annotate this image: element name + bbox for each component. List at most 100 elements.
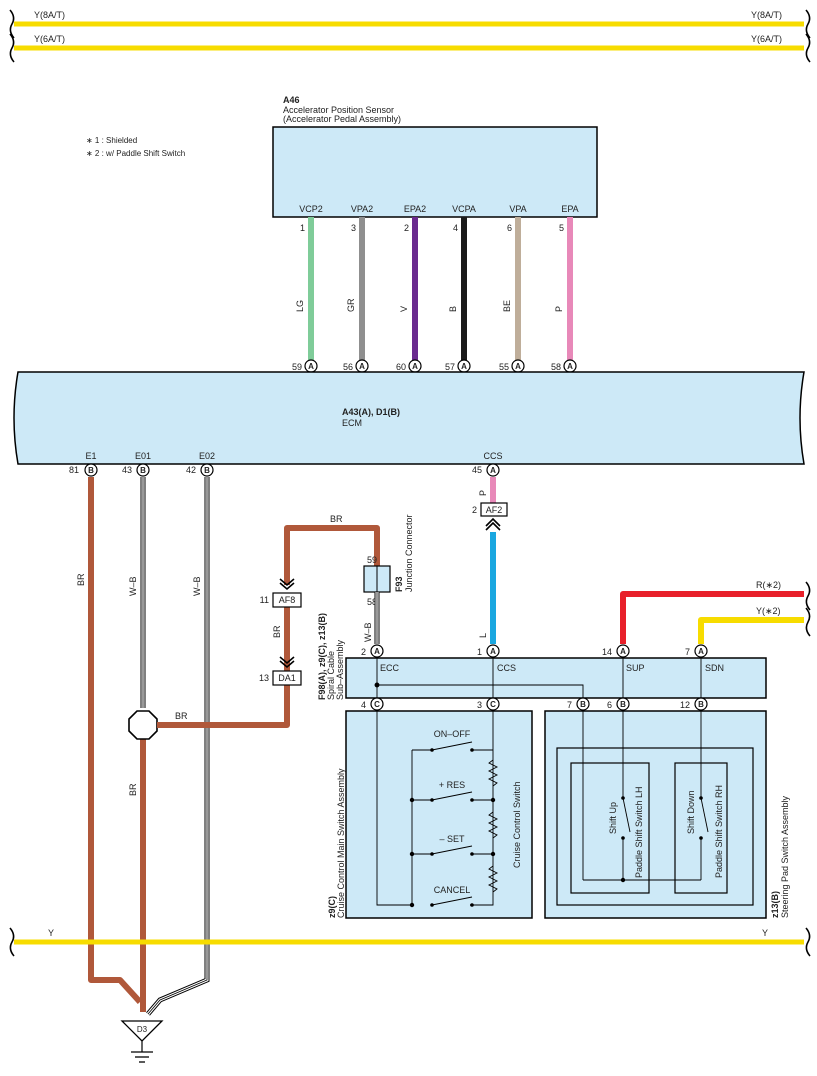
ecm-pin-e1-num: 81 bbox=[69, 465, 79, 475]
top-bus-8at-label-left: Y(8A/T) bbox=[34, 10, 65, 20]
spiral-name1: Spiral Cable bbox=[326, 651, 336, 700]
ecm-box bbox=[13, 371, 805, 465]
spiral-pin-ccs: 1 A CCS bbox=[477, 644, 516, 673]
paddle-lh-name: Paddle Shift Switch LH bbox=[634, 786, 644, 878]
ecm-pin-ccs-name: CCS bbox=[483, 451, 502, 461]
cruise-circuit bbox=[376, 710, 499, 906]
top-bus-8at-label-right: Y(8A/T) bbox=[751, 10, 782, 20]
spiral-bpin-7-conn: B bbox=[580, 700, 586, 709]
wire-ccs: P AF2 2 L bbox=[472, 477, 508, 644]
wire-e01-shielded: W–B bbox=[128, 477, 146, 708]
wire-br-mid-label: BR bbox=[272, 625, 282, 638]
ecm-pin-e01: E01 43 B bbox=[122, 451, 151, 477]
ecm-pin-e01-conn: B bbox=[140, 466, 146, 475]
spiral-cable-box bbox=[345, 657, 767, 699]
ecm-pin-num: 55 bbox=[499, 362, 509, 372]
sensor-pin-vcpa: VCPA4B57AVCPA bbox=[445, 204, 476, 387]
steering-name: Steering Pad Switch Assembly bbox=[780, 795, 790, 918]
ecm-pin-e02: E02 42 B bbox=[186, 451, 215, 477]
bottom-bus-y: Y Y bbox=[9, 927, 811, 957]
spiral-pin-sdn-name: SDN bbox=[705, 663, 724, 673]
spiral-pin-ccs-conn: A bbox=[490, 647, 496, 656]
switch-on-off: ON–OFF bbox=[434, 729, 471, 739]
spiral-pin-ecc-name: ECC bbox=[380, 663, 400, 673]
switch-set: – SET bbox=[439, 834, 465, 844]
wire-ccs-main-label: L bbox=[478, 633, 488, 638]
sensor-code: A46 bbox=[283, 95, 300, 105]
ecm-pin-e01-num: 43 bbox=[122, 465, 132, 475]
wire-ccs-top-label: P bbox=[478, 490, 488, 496]
sensor-pin-vcp2: VCP21LG59AVCP2 bbox=[292, 204, 323, 387]
wire-splice-down-br: BR bbox=[128, 738, 146, 1012]
sensor-wire-label: LG bbox=[295, 300, 305, 312]
paddle-switch-outer bbox=[556, 747, 754, 906]
spiral-pin-sdn-conn: A bbox=[698, 647, 704, 656]
connector-da1: DA1 13 bbox=[259, 656, 302, 686]
sensor-subname: (Accelerator Pedal Assembly) bbox=[283, 114, 401, 124]
ecm-pin-e02-num: 42 bbox=[186, 465, 196, 475]
ecm-pin-e1-conn: B bbox=[88, 466, 94, 475]
top-bus-6at-label-right: Y(6A/T) bbox=[751, 34, 782, 44]
sensor-name: Accelerator Position Sensor bbox=[283, 105, 394, 115]
top-bus-6at: Y(6A/T) Y(6A/T) bbox=[9, 33, 811, 63]
wire-splice-down-label: BR bbox=[128, 783, 138, 796]
paddle-rh-name: Paddle Shift Switch RH bbox=[714, 785, 724, 878]
ecm-pin-ccs-num: 45 bbox=[472, 465, 482, 475]
f93-name: Junction Connector bbox=[404, 514, 414, 592]
f93-pin-bottom: 58 bbox=[367, 597, 377, 607]
spiral-bpin-4-conn: C bbox=[374, 700, 380, 709]
connector-af8-label: AF8 bbox=[279, 595, 296, 605]
sensor-pin-num: 1 bbox=[300, 223, 305, 233]
wire-e02-label: W–B bbox=[192, 576, 202, 596]
spiral-pin-ecc: 2 A ECC bbox=[361, 644, 400, 673]
spiral-bpin-12-conn: B bbox=[698, 700, 704, 709]
ecm-pin-conn: A bbox=[308, 362, 314, 371]
f93-pin-top: 59 bbox=[367, 555, 377, 565]
shift-down-label: Shift Down bbox=[686, 790, 696, 834]
ecm-pin-conn: A bbox=[412, 362, 418, 371]
junction-connector-f93: 59 58 F93 Junction Connector bbox=[363, 514, 414, 607]
spiral-bpin-7-num: 7 bbox=[567, 700, 572, 710]
sensor-pin-name: EPA bbox=[561, 204, 578, 214]
ecm-pin-num: 57 bbox=[445, 362, 455, 372]
spiral-pin-ccs-num: 1 bbox=[477, 647, 482, 657]
spiral-bottom-pins: 4 C 3 C 7 B 6 B 12 B bbox=[361, 697, 708, 711]
spiral-pin-sup-conn: A bbox=[620, 647, 626, 656]
wire-af8-da1-br: BR bbox=[272, 607, 290, 671]
wire-splice-br: BR bbox=[157, 685, 290, 728]
bottom-bus-label-left: Y bbox=[48, 928, 54, 938]
splice-point bbox=[128, 710, 158, 740]
wire-ecc-shielded: W–B bbox=[363, 592, 380, 644]
sensor-wire-label: V bbox=[399, 306, 409, 312]
note-shielded: ∗ 1 : Shielded bbox=[86, 136, 137, 145]
ecm-pin-conn: A bbox=[567, 362, 573, 371]
wire-e01-label: W–B bbox=[128, 576, 138, 596]
ecm-pin-num: 56 bbox=[343, 362, 353, 372]
spiral-internal-lines bbox=[374, 657, 702, 698]
spiral-pin-ccs-name: CCS bbox=[497, 663, 516, 673]
wire-sup-red: R(∗2) bbox=[620, 580, 804, 644]
ecm-name: ECM bbox=[342, 418, 362, 428]
connector-af2-label: AF2 bbox=[486, 505, 503, 515]
connector-af8: AF8 11 bbox=[260, 578, 302, 608]
sensor-pin-num: 2 bbox=[404, 223, 409, 233]
cruise-name: Cruise Control Main Switch Assembly bbox=[336, 768, 346, 918]
paddle-switch-lh-box bbox=[570, 762, 650, 894]
wire-top-br: BR bbox=[284, 514, 380, 585]
top-bus-6at-label-left: Y(6A/T) bbox=[34, 34, 65, 44]
ecm-code: A43(A), D1(B) bbox=[342, 407, 400, 417]
sensor-pin-name: VCPA bbox=[452, 204, 476, 214]
steering-circuit-dots bbox=[620, 796, 703, 883]
sensor-pin-num: 5 bbox=[559, 223, 564, 233]
spiral-bpin-3-conn: C bbox=[490, 700, 496, 709]
spiral-bpin-3-num: 3 bbox=[477, 700, 482, 710]
ecm-pin-num: 58 bbox=[551, 362, 561, 372]
top-bus-8at: Y(8A/T) Y(8A/T) bbox=[9, 9, 811, 39]
sensor-wire-label: GR bbox=[346, 298, 356, 312]
steering-code: z13(B) bbox=[770, 891, 780, 918]
ecm-pin-e1: E1 81 B bbox=[69, 451, 98, 477]
cruise-code: z9(C) bbox=[327, 896, 337, 918]
ground-d3: D3 bbox=[120, 1020, 164, 1063]
sensor-pin-epa: EPA5P58AEPA bbox=[551, 204, 579, 387]
